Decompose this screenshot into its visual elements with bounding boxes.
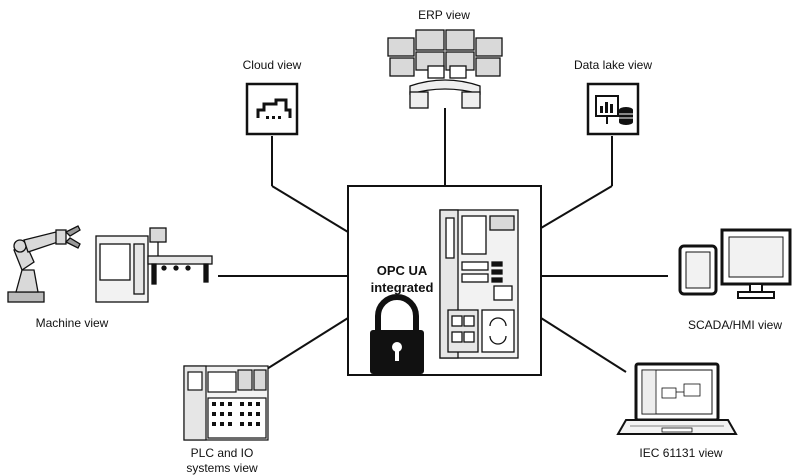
erp-control-room-icon [387,29,503,109]
data-lake-view-label: Data lake view [573,58,653,72]
line-iec [540,317,627,373]
machine-cabinet-icon [95,227,167,303]
plc-io-icon [183,365,269,441]
robot-arm-icon [7,225,81,303]
machine-view-label: Machine view [35,316,109,330]
laptop-icon [616,362,738,435]
plc-io-view-label-line2: systems view [186,461,258,475]
conveyor-icon [147,255,213,285]
connector-lines [218,108,668,373]
cloud-view-label: Cloud view [242,58,302,72]
opc-ua-title-line1: OPC UA [376,263,428,278]
scada-hmi-icon [678,228,792,299]
plc-io-view-label: PLC and IO systems view [172,446,272,476]
padlock-icon [370,294,424,374]
cloud-icon [245,82,299,136]
data-lake-icon [586,82,640,136]
line-cloud-diag [271,185,349,233]
monitor-icon [720,228,792,299]
scada-hmi-view-label: SCADA/HMI view [687,318,782,332]
plc-io-view-label-line1: PLC and IO [190,446,254,460]
line-datalake-diag [540,185,613,229]
controller-device-icon [439,209,519,359]
line-plc [261,317,349,373]
opc-ua-title-line2: integrated [370,280,434,295]
iec-61131-view-label: IEC 61131 view [639,446,723,460]
opc-ua-title: OPC UA integrated [352,262,452,296]
erp-view-label: ERP view [418,8,470,22]
machine-icon [7,225,213,303]
